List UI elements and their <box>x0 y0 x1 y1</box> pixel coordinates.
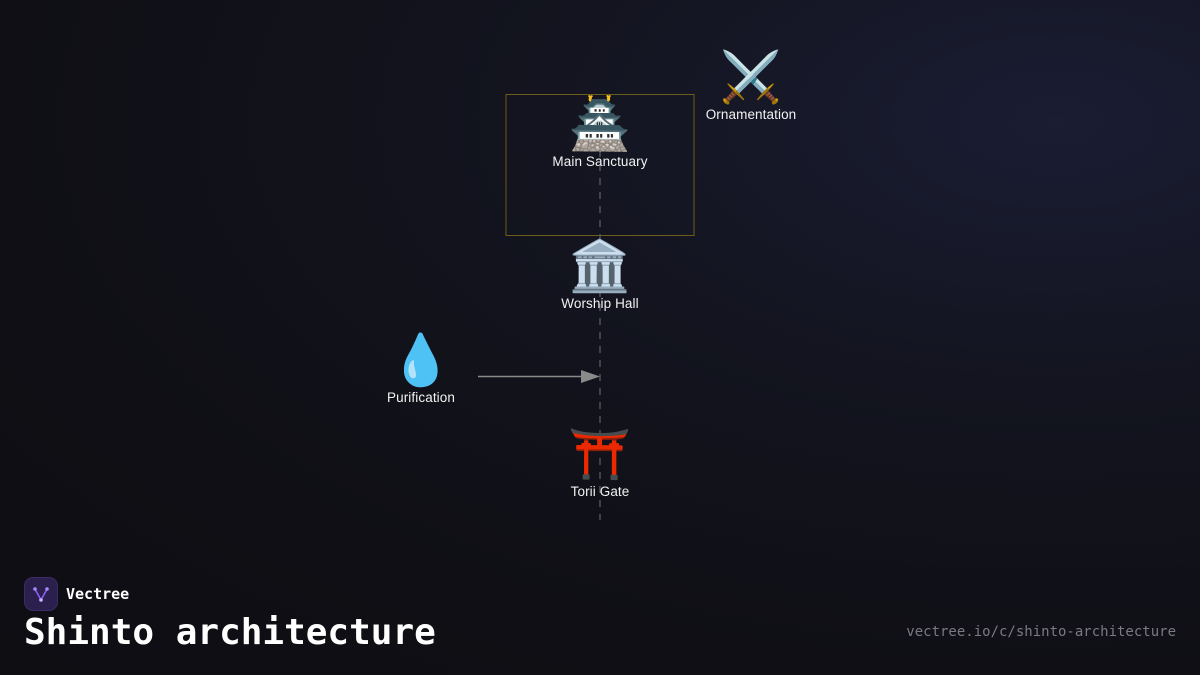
node-label: Ornamentation <box>705 107 797 122</box>
brand[interactable]: Vectree <box>24 577 129 611</box>
crossed-swords-icon: ⚔️ <box>719 49 783 105</box>
purification-edge-arrowhead <box>581 370 600 383</box>
node-label: Main Sanctuary <box>552 154 648 169</box>
node-ornamentation[interactable]: ⚔️ Ornamentation <box>671 49 831 122</box>
classical-building-icon: 🏛️ <box>568 238 632 294</box>
node-label: Worship Hall <box>561 296 639 311</box>
page-title: Shinto architecture <box>24 612 436 653</box>
castle-icon: 🏯 <box>568 96 632 152</box>
page-url[interactable]: vectree.io/c/shinto-architecture <box>906 624 1176 640</box>
node-purification[interactable]: 💧 Purification <box>341 332 501 405</box>
node-label: Purification <box>387 390 455 405</box>
node-worship-hall[interactable]: 🏛️ Worship Hall <box>520 238 680 311</box>
shinto-shrine-icon: ⛩️ <box>568 426 632 482</box>
node-main-sanctuary[interactable]: 🏯 Main Sanctuary <box>520 96 680 169</box>
droplet-icon: 💧 <box>389 332 453 388</box>
vectree-logo-icon <box>24 577 58 611</box>
brand-name: Vectree <box>66 585 130 603</box>
node-label: Torii Gate <box>570 484 630 499</box>
node-torii-gate[interactable]: ⛩️ Torii Gate <box>520 426 680 499</box>
